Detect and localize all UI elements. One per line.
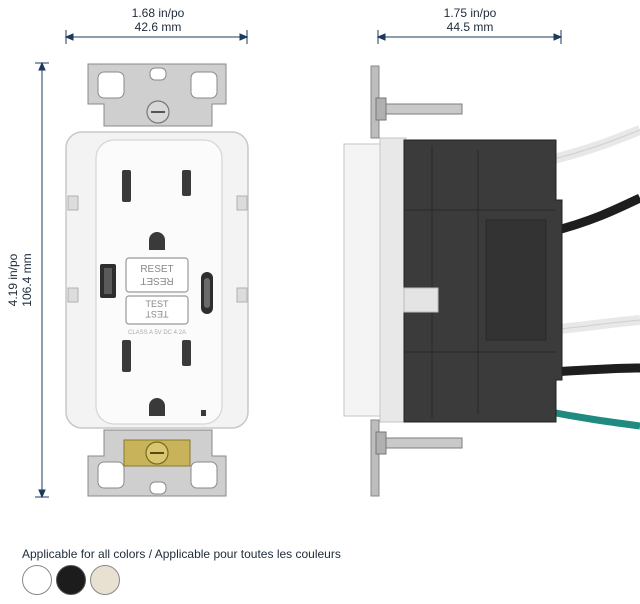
reset-button: RESET RESET	[125, 257, 189, 293]
top-screw-icon	[146, 100, 170, 124]
swatch-black	[56, 565, 86, 595]
width-dimension-label: 1.68 in/po 42.6 mm	[108, 6, 208, 34]
receptacle-side-view	[343, 65, 640, 497]
test-button: TEST TEST	[125, 295, 189, 325]
reset-label-text: RESET	[140, 264, 173, 275]
swatch-white	[22, 565, 52, 595]
test-label-fr-text: TEST	[145, 309, 169, 319]
color-caption: Applicable for all colors / Applicable p…	[22, 547, 341, 561]
receptacle-front-view: RESET RESET TEST TEST CLASS A 5V DC 4.2A	[65, 63, 249, 497]
status-led-icon	[201, 410, 206, 416]
reset-label-fr-text: RESET	[140, 275, 173, 286]
top-mounting-screw-icon	[375, 97, 463, 121]
lower-outlet	[122, 340, 191, 416]
depth-dimension-line	[376, 30, 563, 44]
height-dimension-line	[35, 61, 49, 499]
bottom-mounting-screw-icon	[375, 431, 463, 455]
width-metric-text: 42.6 mm	[134, 20, 182, 34]
depth-imperial-text: 1.75 in/po	[443, 6, 497, 20]
width-imperial-text: 1.68 in/po	[131, 6, 185, 20]
depth-metric-text: 44.5 mm	[446, 20, 494, 34]
rating-label-text: CLASS A 5V DC 4.2A	[128, 330, 186, 336]
ground-screw-icon	[123, 439, 191, 467]
usb-c-port-icon	[201, 272, 213, 314]
side-terminals	[67, 195, 248, 303]
upper-outlet	[122, 170, 191, 250]
depth-dimension-label: 1.75 in/po 44.5 mm	[420, 6, 520, 34]
usb-a-port-icon	[100, 264, 116, 298]
top-mounting-strap	[87, 63, 227, 127]
swatch-light-almond	[90, 565, 120, 595]
test-label-text: TEST	[145, 299, 169, 309]
width-dimension-line	[64, 30, 249, 44]
